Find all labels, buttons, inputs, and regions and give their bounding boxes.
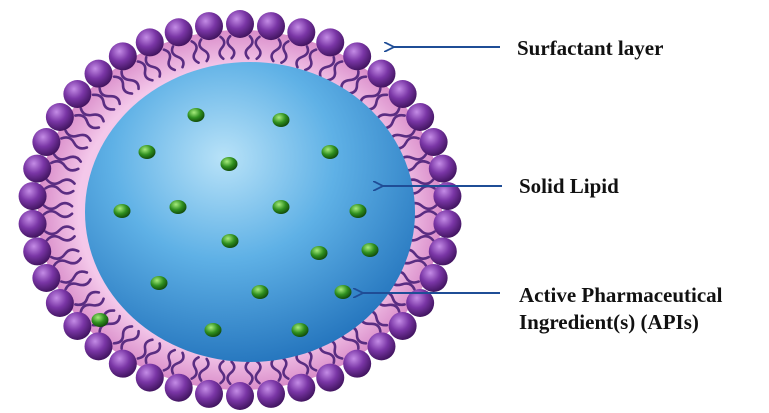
surfactant-head <box>19 210 47 238</box>
surfactant-head <box>429 237 457 265</box>
api-particle <box>151 276 168 290</box>
surfactant-head <box>226 10 254 38</box>
surfactant-head <box>389 312 417 340</box>
api-particle <box>322 145 339 159</box>
api-particle <box>273 200 290 214</box>
surfactant-head <box>195 380 223 408</box>
surfactant-head <box>32 128 60 156</box>
surfactant-head <box>165 374 193 402</box>
surfactant-head <box>429 155 457 183</box>
surfactant-head <box>136 364 164 392</box>
surfactant-head <box>23 237 51 265</box>
surfactant-head <box>433 210 461 238</box>
api-label-line1: Active Pharmaceutical <box>519 283 723 307</box>
surfactant-head <box>367 332 395 360</box>
api-label-line2: Ingredient(s) (APIs) <box>519 310 699 334</box>
surfactant-head <box>406 103 434 131</box>
surfactant-head <box>165 18 193 46</box>
surfactant-head <box>316 28 344 56</box>
surfactant-head <box>343 350 371 378</box>
api-particle <box>188 108 205 122</box>
api-particle <box>114 204 131 218</box>
surfactant-head <box>389 80 417 108</box>
api-particle <box>311 246 328 260</box>
surfactant-head <box>257 380 285 408</box>
surfactant-head <box>109 42 137 70</box>
api-particle <box>292 323 309 337</box>
surfactant-head <box>226 382 254 410</box>
surfactant-head <box>109 350 137 378</box>
surfactant-head <box>85 332 113 360</box>
solid-lipid-label: Solid Lipid <box>519 174 619 198</box>
surfactant-layer-label: Surfactant layer <box>517 36 663 60</box>
surfactant-head <box>85 60 113 88</box>
surfactant-head <box>367 60 395 88</box>
api-particle <box>205 323 222 337</box>
surfactant-head <box>257 12 285 40</box>
api-particle <box>252 285 269 299</box>
surfactant-head <box>420 264 448 292</box>
surfactant-head <box>19 182 47 210</box>
surfactant-head <box>420 128 448 156</box>
surfactant-head <box>287 374 315 402</box>
api-particle <box>139 145 156 159</box>
surfactant-head <box>32 264 60 292</box>
surfactant-head <box>63 312 91 340</box>
api-particle <box>170 200 187 214</box>
api-particle <box>350 204 367 218</box>
surfactant-head <box>63 80 91 108</box>
api-particle <box>273 113 290 127</box>
surfactant-head <box>23 155 51 183</box>
surfactant-head <box>287 18 315 46</box>
surfactant-head <box>136 28 164 56</box>
api-particle <box>362 243 379 257</box>
surfactant-head <box>316 364 344 392</box>
surfactant-head <box>195 12 223 40</box>
api-particle <box>221 157 238 171</box>
surfactant-head <box>46 103 74 131</box>
surfactant-head <box>343 42 371 70</box>
api-particle <box>92 313 109 327</box>
api-particle <box>222 234 239 248</box>
api-particle <box>335 285 352 299</box>
surfactant-head <box>46 289 74 317</box>
